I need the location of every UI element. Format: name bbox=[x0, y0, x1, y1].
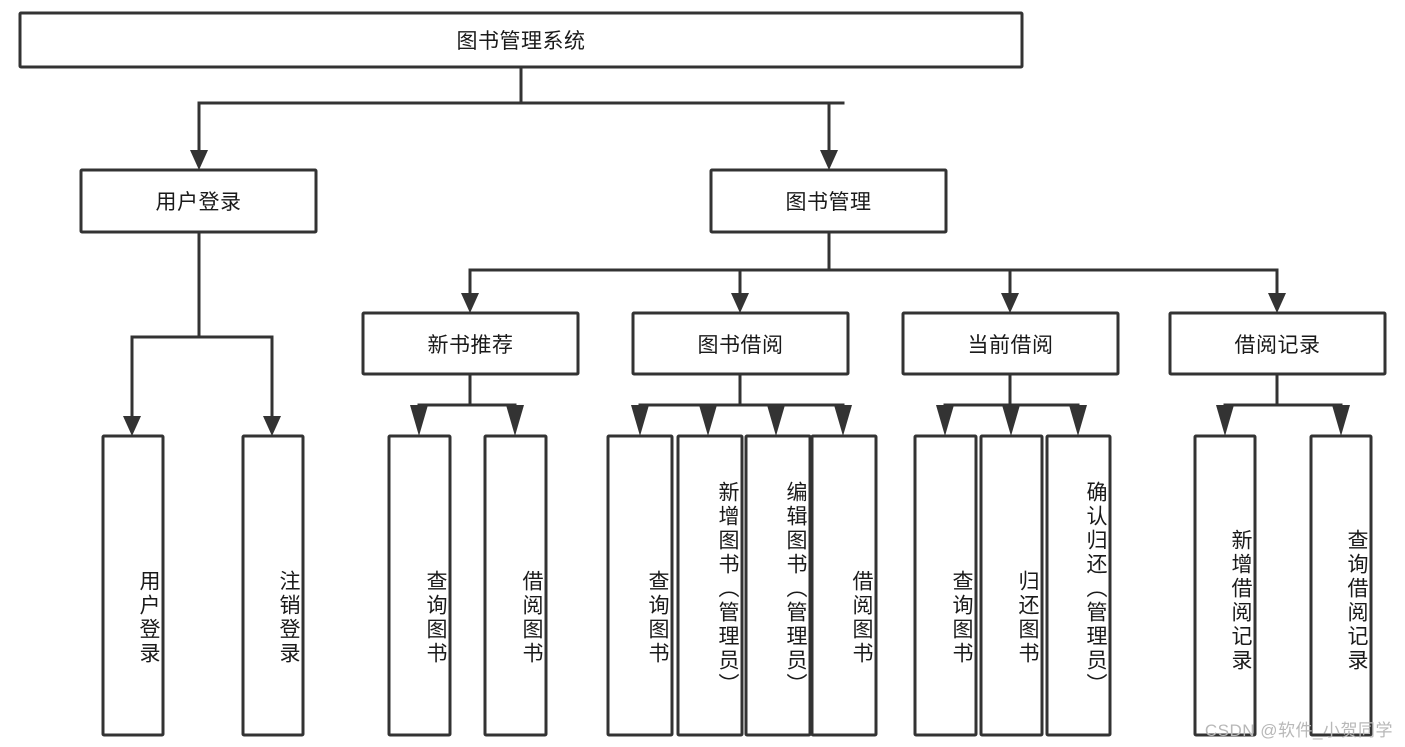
connector-borrow-to-leaves bbox=[631, 372, 852, 436]
connector-login-to-leaves bbox=[123, 230, 281, 436]
node-box-leaf-newbook-borrow[interactable] bbox=[483, 434, 548, 737]
node-box-leaf-user-login[interactable] bbox=[101, 434, 165, 737]
node-box-login[interactable] bbox=[79, 168, 318, 234]
node-box-records[interactable] bbox=[1168, 311, 1387, 376]
node-box-leaf-records-query[interactable] bbox=[1309, 434, 1373, 737]
node-box-leaf-newbook-query[interactable] bbox=[387, 434, 452, 737]
node-box-leaf-borrow-lend[interactable] bbox=[810, 434, 878, 737]
node-box-root[interactable] bbox=[18, 11, 1024, 69]
connector-bookmgmt-to-level3 bbox=[461, 230, 1286, 313]
node-box-leaf-current-query[interactable] bbox=[913, 434, 978, 737]
node-box-leaf-borrow-edit[interactable] bbox=[744, 434, 812, 737]
node-box-leaf-records-add[interactable] bbox=[1193, 434, 1257, 737]
node-box-borrow[interactable] bbox=[631, 311, 850, 376]
node-box-newbook[interactable] bbox=[361, 311, 580, 376]
connector-current-to-leaves bbox=[936, 372, 1087, 436]
connector-newbook-to-leaves bbox=[410, 372, 524, 436]
node-box-leaf-user-logout[interactable] bbox=[241, 434, 305, 737]
node-box-leaf-borrow-add[interactable] bbox=[676, 434, 744, 737]
node-box-leaf-current-return[interactable] bbox=[979, 434, 1044, 737]
node-box-bookmgmt[interactable] bbox=[709, 168, 948, 234]
connector-root-to-level2 bbox=[190, 65, 845, 170]
node-box-leaf-borrow-query[interactable] bbox=[606, 434, 674, 737]
node-box-current[interactable] bbox=[901, 311, 1120, 376]
node-box-leaf-current-confirm[interactable] bbox=[1045, 434, 1112, 737]
connector-records-to-leaves bbox=[1216, 372, 1350, 436]
